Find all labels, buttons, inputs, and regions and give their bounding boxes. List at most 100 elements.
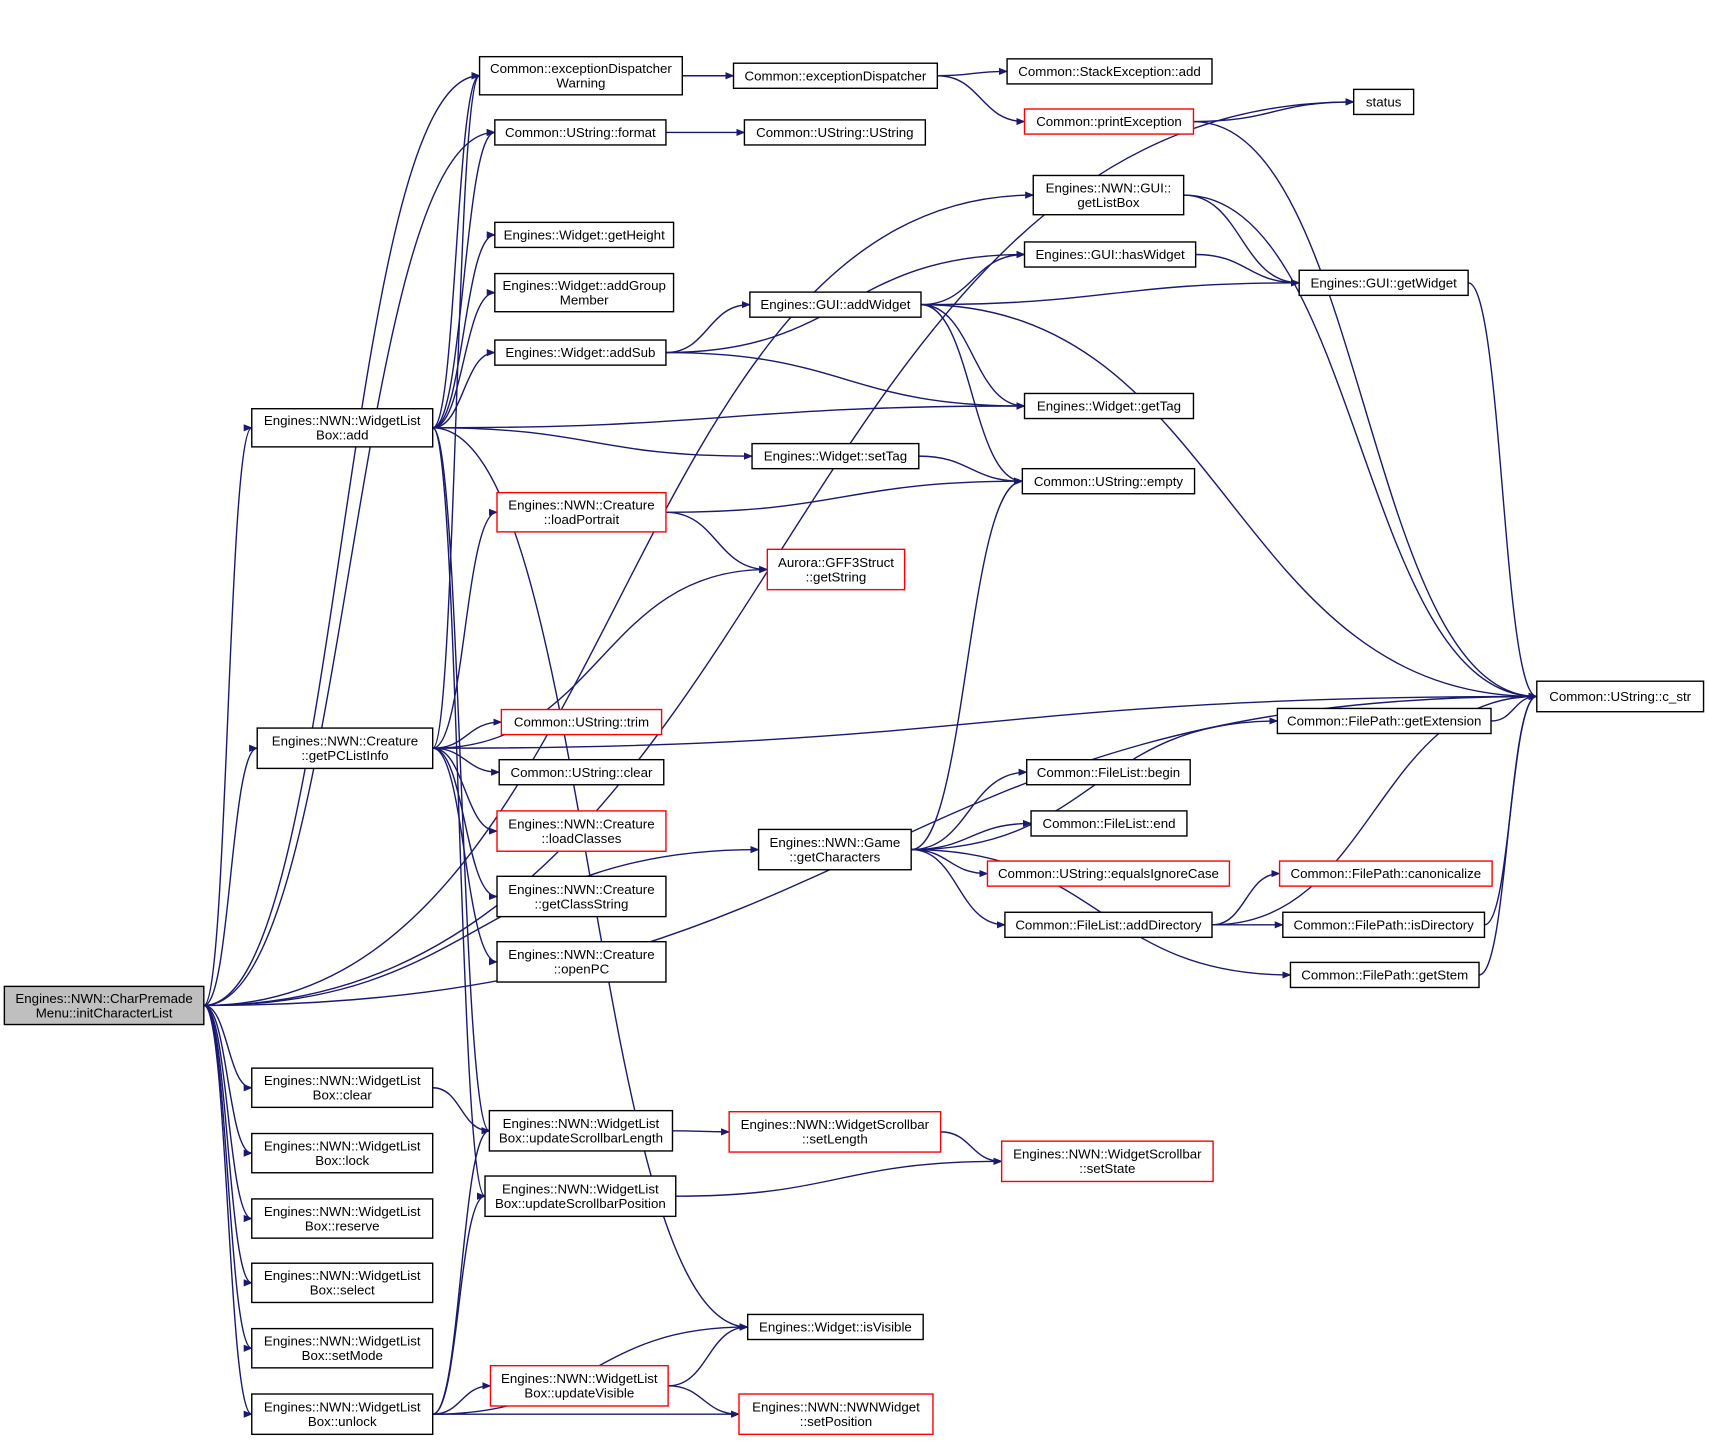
node-wss[interactable]: Engines::NWN::WidgetScrollbar::setState	[1000, 1140, 1214, 1183]
node-flb[interactable]: Common::FileList::begin	[1026, 758, 1191, 786]
node-label: Engines::NWN::WidgetList	[264, 1073, 421, 1088]
node-trim[interactable]: Common::UString::trim	[500, 708, 663, 736]
node-box	[1032, 174, 1185, 216]
node-gstem[interactable]: Common::FilePath::getStem	[1289, 961, 1480, 989]
edge-was-to-gaw	[665, 301, 751, 354]
node-label: Engines::Widget::isVisible	[759, 1320, 912, 1335]
node-root[interactable]: Engines::NWN::CharPremadeMenu::initChara…	[3, 985, 205, 1026]
node-lcls[interactable]: Engines::NWN::Creature::loadClasses	[496, 810, 667, 852]
node-box	[749, 291, 922, 318]
node-empty[interactable]: Common::UString::empty	[1021, 467, 1196, 495]
node-box	[1023, 392, 1195, 420]
node-status[interactable]: status	[1352, 88, 1415, 116]
node-wiv[interactable]: Engines::Widget::isVisible	[746, 1313, 924, 1341]
node-label: Box::updateScrollbarLength	[499, 1131, 663, 1146]
node-cstr[interactable]: Common::UString::c_str	[1536, 680, 1705, 713]
node-uvis[interactable]: Engines::NWN::WidgetListBox::updateVisib…	[489, 1364, 669, 1407]
node-lport[interactable]: Engines::NWN::Creature::loadPortrait	[496, 491, 667, 533]
node-label: ::setPosition	[800, 1414, 872, 1429]
node-label: ::loadPortrait	[544, 512, 620, 527]
node-box	[256, 727, 434, 770]
node-label: Common::UString::equalsIgnoreCase	[998, 866, 1219, 881]
edge-root-to-glb	[203, 191, 1035, 1007]
edge-uvis-to-spos	[668, 1385, 740, 1418]
node-opc[interactable]: Engines::NWN::Creature::openPC	[496, 940, 667, 983]
node-ghw[interactable]: Engines::GUI::hasWidget	[1023, 241, 1197, 268]
node-label: Common::UString::trim	[514, 715, 649, 730]
node-was[interactable]: Engines::Widget::addSub	[494, 339, 667, 366]
edge-gpc-to-lcls	[432, 747, 498, 835]
node-box	[3, 985, 205, 1026]
node-label: Engines::NWN::CharPremade	[15, 991, 192, 1006]
node-box	[496, 810, 667, 852]
node-gaw[interactable]: Engines::GUI::addWidget	[749, 291, 922, 318]
node-usp[interactable]: Engines::NWN::WidgetListBox::updateScrol…	[484, 1175, 677, 1218]
edge-glb-to-cstr	[1183, 194, 1538, 701]
node-exd[interactable]: Common::exceptionDispatcher	[732, 62, 939, 89]
node-label: Engines::NWN::NWNWidget	[752, 1400, 920, 1415]
node-fle[interactable]: Common::FileList::end	[1030, 810, 1188, 837]
node-label: Engines::NWN::Creature	[508, 882, 654, 897]
node-gext[interactable]: Common::FilePath::getExtension	[1276, 707, 1492, 735]
node-wgh[interactable]: Engines::Widget::getHeight	[494, 221, 675, 249]
node-label: Common::FileList::addDirectory	[1015, 917, 1202, 932]
node-wsl[interactable]: Engines::NWN::WidgetScrollbar::setLength	[728, 1111, 942, 1153]
node-spos[interactable]: Engines::NWN::NWNWidget::setPosition	[738, 1393, 934, 1436]
node-box	[1021, 467, 1196, 495]
edge-wst-to-empty	[918, 455, 1024, 485]
node-box	[757, 828, 912, 871]
node-canon[interactable]: Common::FilePath::canonicalize	[1278, 860, 1493, 887]
node-label: Warning	[556, 76, 605, 91]
node-eic[interactable]: Common::UString::equalsIgnoreCase	[986, 860, 1231, 887]
node-wgt[interactable]: Engines::Widget::getTag	[1023, 392, 1195, 420]
node-label: Engines::NWN::WidgetScrollbar	[741, 1117, 930, 1132]
node-label: Common::FileList::end	[1042, 816, 1175, 831]
node-label: Engines::NWN::WidgetList	[264, 1138, 421, 1153]
node-ustr[interactable]: Common::UString::UString	[743, 119, 927, 146]
node-label: Engines::NWN::Creature	[508, 498, 654, 513]
node-fmt[interactable]: Common::UString::format	[494, 119, 667, 146]
edge-usl-to-wsl	[672, 1128, 731, 1136]
node-usl[interactable]: Engines::NWN::WidgetListBox::updateScrol…	[488, 1109, 674, 1152]
node-label: Box::updateVisible	[524, 1386, 634, 1401]
edge-gchr-to-flb	[911, 768, 1028, 851]
node-fladd[interactable]: Common::FileList::addDirectory	[1004, 911, 1213, 939]
node-label: Box::setMode	[302, 1348, 383, 1363]
edge-wlbadd-to-usp	[432, 427, 486, 1200]
node-label: Engines::NWN::WidgetList	[264, 1334, 421, 1349]
node-gpc[interactable]: Engines::NWN::Creature::getPCListInfo	[256, 727, 434, 770]
node-gcs[interactable]: Engines::NWN::Creature::getClassString	[496, 875, 667, 918]
node-label: Common::FilePath::canonicalize	[1290, 866, 1481, 881]
edge-exd-to-seadd	[937, 67, 1008, 77]
node-box	[494, 119, 667, 146]
node-glb[interactable]: Engines::NWN::GUI::getListBox	[1032, 174, 1185, 216]
node-ggw[interactable]: Engines::GUI::getWidget	[1298, 269, 1469, 297]
edge-gaw-to-ggw	[920, 279, 1301, 306]
edge-root-to-wlbmode	[203, 1004, 253, 1352]
edge-gaw-to-cstr	[920, 303, 1538, 701]
node-label: Member	[560, 292, 609, 307]
edge-usp-to-wss	[675, 1157, 1003, 1197]
node-prex[interactable]: Common::printException	[1023, 108, 1195, 135]
node-label: Common::FilePath::getStem	[1301, 968, 1468, 983]
node-box	[1006, 58, 1213, 85]
node-gffs[interactable]: Aurora::GFF3Struct::getString	[766, 548, 906, 591]
node-label: Engines::Widget::addGroup	[503, 278, 666, 293]
node-seadd[interactable]: Common::StackException::add	[1006, 58, 1213, 85]
edge-gaw-to-ghw	[920, 250, 1026, 306]
node-gchr[interactable]: Engines::NWN::Game::getCharacters	[757, 828, 912, 871]
node-isdir[interactable]: Common::FilePath::isDirectory	[1282, 911, 1486, 939]
edge-gpc-to-exw	[432, 72, 481, 749]
edge-gpc-to-lport	[432, 508, 498, 749]
node-wst[interactable]: Engines::Widget::setTag	[751, 442, 920, 470]
node-uclr[interactable]: Common::UString::clear	[498, 758, 665, 786]
